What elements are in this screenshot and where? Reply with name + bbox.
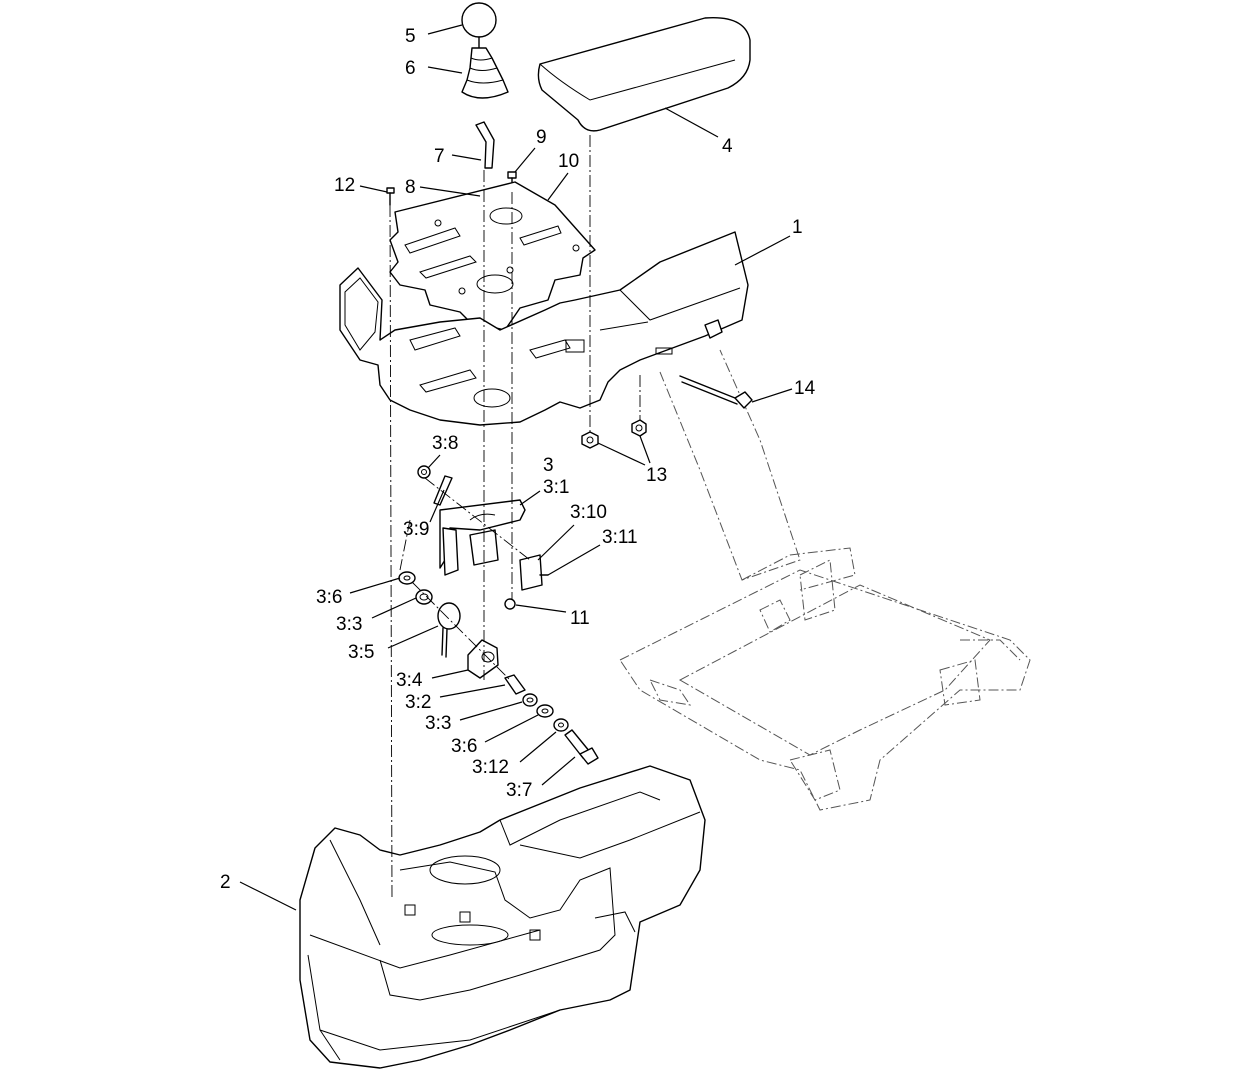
washer-3-12 [553, 718, 569, 732]
callout-7: 7 [434, 146, 445, 167]
nut-13a [581, 431, 599, 449]
callout-6: 6 [405, 58, 416, 79]
armrest-pad [537, 16, 751, 132]
callout-3-10: 3:10 [570, 502, 607, 523]
callout-14: 14 [794, 378, 816, 399]
callout-3-2: 3:2 [405, 692, 431, 713]
callout-3-12: 3:12 [472, 757, 509, 778]
callout-labels: 5 6 4 7 9 8 10 12 1 14 13 3:8 3 3:1 3:9 … [220, 26, 816, 893]
washer-3-6a [398, 571, 416, 585]
callout-3-11: 3:11 [602, 527, 638, 548]
console-cover [299, 765, 706, 1069]
screw-12 [386, 187, 395, 206]
callout-11: 11 [570, 608, 590, 629]
callout-3-7: 3:7 [506, 780, 532, 801]
callout-3-4: 3:4 [396, 670, 423, 691]
callout-13: 13 [646, 465, 667, 486]
spacer-3-2 [504, 674, 526, 695]
bolt-14 [679, 375, 753, 409]
callout-2: 2 [220, 872, 231, 893]
callout-9: 9 [536, 127, 547, 148]
nut-13b [631, 419, 647, 437]
callout-3-9: 3:9 [403, 519, 429, 540]
boot [461, 47, 509, 99]
switch-3-10 [519, 554, 543, 591]
callout-3-8: 3:8 [432, 433, 458, 454]
callout-4: 4 [722, 136, 733, 157]
bolt-3-7 [564, 729, 599, 765]
callout-3-5: 3:5 [348, 642, 374, 663]
callout-3: 3 [543, 455, 554, 476]
lever-rod [475, 121, 495, 169]
alignment-centerlines [389, 135, 641, 901]
callout-10: 10 [558, 151, 579, 172]
callout-3-3-lower: 3:3 [425, 713, 451, 734]
callout-5: 5 [405, 26, 416, 47]
main-bracket [339, 231, 749, 426]
callout-12: 12 [334, 175, 355, 196]
bushing-3-3b [522, 693, 538, 707]
callout-3-3-upper: 3:3 [336, 614, 362, 635]
phantom-seat-frame [619, 349, 1031, 811]
hairpin-3-5 [437, 602, 461, 658]
pivot-3-4 [467, 639, 499, 679]
callout-3-6-lower: 3:6 [451, 736, 477, 757]
pin-3-9 [433, 475, 453, 506]
leader-lines [239, 24, 793, 911]
bushing-3-3a [415, 589, 433, 605]
callout-3-6-upper: 3:6 [316, 587, 342, 608]
nut-3-8 [417, 465, 431, 479]
callout-8: 8 [405, 177, 416, 198]
callout-3-1: 3:1 [543, 477, 569, 498]
knob [461, 2, 497, 49]
nut-11 [504, 598, 516, 610]
washer-3-6b [536, 704, 554, 718]
callout-1: 1 [792, 217, 803, 238]
